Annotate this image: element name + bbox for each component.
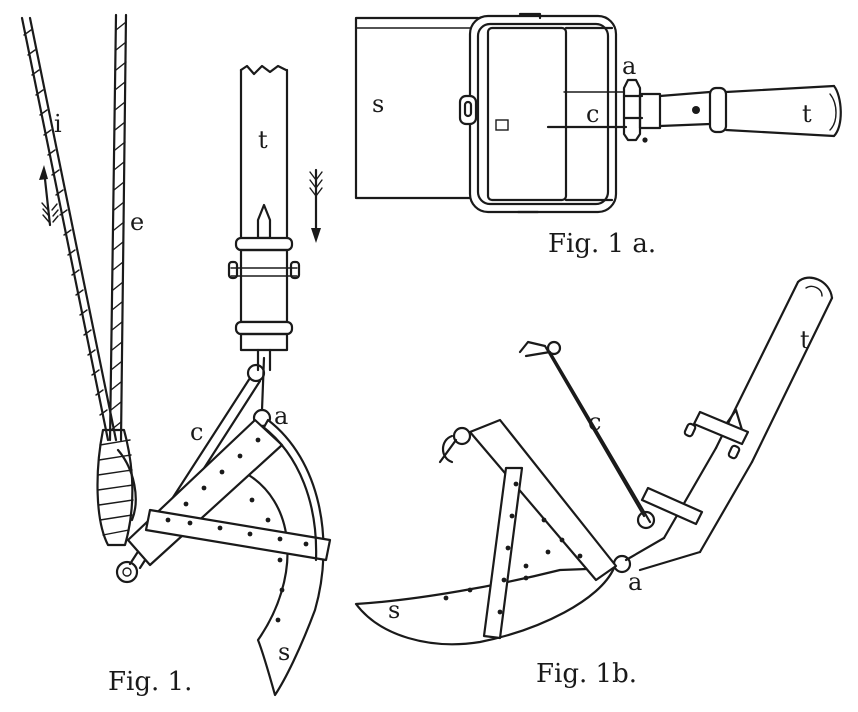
fig1b-drawing <box>354 276 834 646</box>
rope-i <box>20 16 118 442</box>
fig1-label-e: e <box>130 208 144 236</box>
fig1-caption: Fig. 1. <box>108 667 192 697</box>
fig1a-label-c: c <box>586 100 599 128</box>
ring-hook <box>115 560 139 584</box>
fig1b-label-a: a <box>628 568 642 596</box>
fig1-label-a: a <box>274 402 288 430</box>
down-arrow <box>309 168 323 243</box>
rope-knot <box>96 428 137 547</box>
fig1b-label-t: t <box>800 326 810 354</box>
fig1a-label-t: t <box>802 100 812 128</box>
fig1a-hinge <box>622 78 648 143</box>
fig1b-label-c: c <box>588 408 601 436</box>
fig1b-caption: Fig. 1b. <box>536 659 637 689</box>
pole-t <box>227 64 301 372</box>
fig1b-handle-t <box>624 276 834 572</box>
scoop-s <box>126 418 332 697</box>
fig1a-label-a: a <box>622 52 636 80</box>
rope-e <box>108 13 128 442</box>
fig1b-rod-c <box>518 340 656 530</box>
fig1b-scoop-s <box>354 418 618 646</box>
fig1-label-t: t <box>258 126 268 154</box>
fig1-label-s: s <box>278 638 290 666</box>
fig1-label-c: c <box>190 418 203 446</box>
fig1-drawing <box>20 13 332 697</box>
fig1a-label-s: s <box>372 90 384 118</box>
fig1a-handle-t <box>638 84 842 138</box>
fig1a-drawing <box>354 12 842 214</box>
fig1-label-i: i <box>54 110 62 138</box>
up-arrow <box>39 165 59 227</box>
fig1b-label-s: s <box>388 596 400 624</box>
fig1a-caption: Fig. 1 a. <box>548 229 656 259</box>
